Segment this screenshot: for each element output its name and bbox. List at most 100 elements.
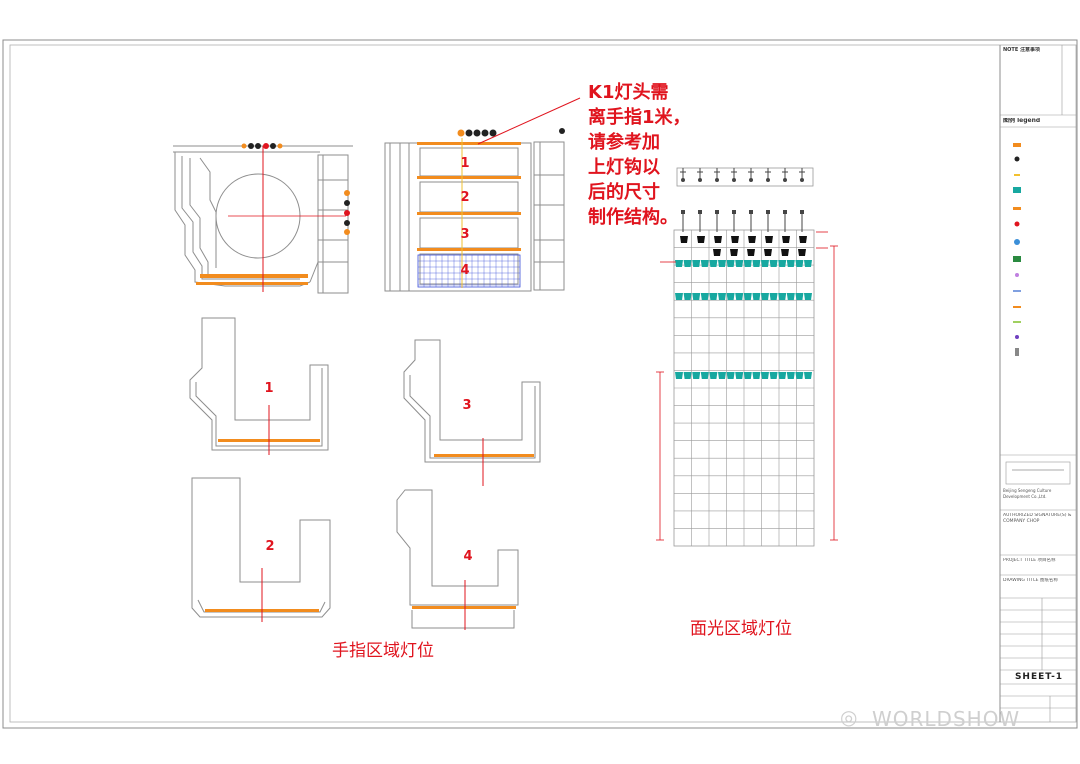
- cyan-fixture: [743, 293, 752, 300]
- hanger-clip: [766, 210, 770, 214]
- wechat-icon: ◎: [840, 705, 858, 729]
- k1-note-line: 上灯钩以: [588, 157, 660, 178]
- cyan-fixture: [735, 260, 744, 267]
- cyan-fixture: [778, 293, 787, 300]
- cyan-fixture: [735, 372, 744, 379]
- k1-note-line: 离手指1米，: [588, 107, 691, 128]
- cyan-fixture: [752, 372, 761, 379]
- cyan-fixture: [683, 293, 692, 300]
- black-fixture: [799, 236, 807, 243]
- black-fixture: [764, 249, 772, 256]
- cyan-fixture: [778, 260, 787, 267]
- cyan-fixture: [718, 293, 726, 300]
- k1-note-line: 制作结构。: [588, 207, 678, 228]
- cyan-fixture: [675, 372, 683, 379]
- title-block-lines: [1000, 45, 1076, 722]
- watermark: WORLDSHOW: [872, 707, 1021, 731]
- finger-detail-3: [403, 339, 541, 463]
- cyan-fixture: [778, 372, 787, 379]
- cyan-fixture: [726, 293, 735, 300]
- face-light-fixtures: [675, 236, 812, 379]
- cyan-fixture: [709, 260, 718, 267]
- cyan-fixture: [675, 260, 683, 267]
- cyan-fixture: [726, 372, 735, 379]
- cyan-fixture: [761, 260, 769, 267]
- cyan-fixture: [786, 372, 795, 379]
- level-label-1: 1: [460, 156, 469, 171]
- cyan-fixture: [804, 260, 812, 267]
- detail-4-label: 4: [463, 549, 472, 564]
- finger-elevation-view: [384, 141, 565, 292]
- cyan-fixture: [752, 260, 761, 267]
- detail-1-label: 1: [264, 381, 273, 396]
- hook-head: [715, 178, 719, 182]
- k1-note-line: K1灯头需: [588, 82, 669, 103]
- hanger-clip: [783, 210, 787, 214]
- blue-grid-frame: [417, 254, 521, 288]
- hook-head: [783, 178, 787, 182]
- hanger-clip: [749, 210, 753, 214]
- black-fixture: [680, 236, 688, 243]
- elevation-blue-grid: [417, 254, 521, 288]
- cyan-fixture: [769, 293, 778, 300]
- legend-swatches: [1013, 143, 1021, 356]
- face-light-hook-row: [676, 167, 814, 187]
- cyan-fixture: [804, 293, 812, 300]
- black-fixture: [765, 236, 773, 243]
- sheet-label: SHEET-1: [1014, 672, 1064, 682]
- cyan-fixture: [683, 372, 692, 379]
- hook-head: [800, 178, 804, 182]
- cyan-fixture: [700, 372, 709, 379]
- cyan-fixture: [692, 293, 701, 300]
- cyan-fixture: [718, 260, 726, 267]
- cyan-fixture: [786, 260, 795, 267]
- finger-detail-1: [189, 317, 329, 451]
- k1-hook-note: K1灯头需 离手指1米， 请参考加 上灯钩以 后的尺寸 制作结构。: [588, 80, 698, 230]
- hook-head: [749, 178, 753, 182]
- plan-light-strips: [196, 143, 350, 292]
- cyan-fixture: [769, 372, 778, 379]
- cyan-fixture: [761, 372, 769, 379]
- authorized-signature: AUTHORIZED SIGNATURE(S) & COMPANY CHOP: [1003, 513, 1072, 524]
- hanger-clip: [698, 210, 702, 214]
- black-fixture: [730, 249, 738, 256]
- finger-detail-4: [396, 489, 519, 629]
- hook-head: [698, 178, 702, 182]
- note-heading: NOTE 注意事项: [1003, 47, 1041, 53]
- cyan-fixture: [786, 293, 795, 300]
- cyan-fixture: [795, 293, 804, 300]
- hook-head: [766, 178, 770, 182]
- face-area-caption: 面光区域灯位: [690, 619, 792, 639]
- detail-3-light-strip: [434, 454, 534, 457]
- sheet-outer-border: [2, 39, 1078, 729]
- hook-head: [681, 178, 685, 182]
- sheet-inner-border: [9, 44, 1077, 723]
- black-fixture: [697, 236, 705, 243]
- elevation-level-labels: 1 2 3 4: [460, 156, 469, 278]
- black-fixture: [748, 236, 756, 243]
- black-fixture: [798, 249, 806, 256]
- cyan-fixture: [743, 372, 752, 379]
- black-fixture: [747, 249, 755, 256]
- black-fixture: [714, 236, 722, 243]
- level-label-4: 4: [460, 263, 469, 278]
- cyan-fixture: [795, 372, 804, 379]
- hanger-clip: [681, 210, 685, 214]
- hanger-clip: [800, 210, 804, 214]
- cyan-fixture: [692, 372, 701, 379]
- cyan-fixture: [700, 293, 709, 300]
- cyan-fixture: [743, 260, 752, 267]
- cyan-fixture: [700, 260, 709, 267]
- cyan-fixture: [726, 260, 735, 267]
- detail-2-label: 2: [265, 539, 274, 554]
- finger-detail-2: [191, 477, 331, 618]
- hanger-clip: [715, 210, 719, 214]
- cyan-fixture: [709, 293, 718, 300]
- company-name: Beijing Sengeng Culture Development Co.,…: [1003, 488, 1052, 499]
- face-light-dimensions: [656, 231, 838, 541]
- cyan-fixture: [769, 260, 778, 267]
- hook-row-frame: [676, 167, 814, 187]
- hook-head: [732, 178, 736, 182]
- face-light-grid: [673, 210, 815, 547]
